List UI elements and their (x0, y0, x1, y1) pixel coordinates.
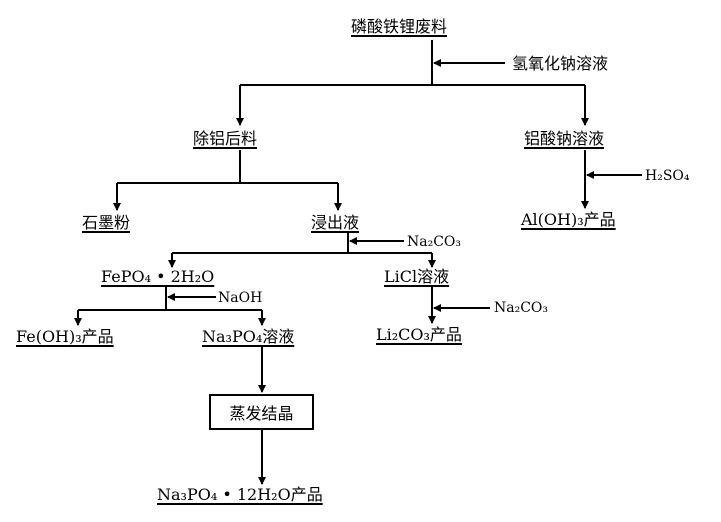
node-licl: LiCl溶液 (384, 267, 450, 286)
reagent-na2co3-b: Na₂CO₃ (494, 300, 549, 316)
reagent-naoh: NaOH (218, 290, 263, 306)
node-feoh3-product: Fe(OH)₃产品 (16, 327, 114, 346)
node-li2co3-product: Li₂CO₃产品 (376, 325, 462, 344)
reagent-na2co3-a: Na₂CO₃ (407, 234, 462, 250)
node-na3po4-solution: Na₃PO₄溶液 (202, 327, 295, 346)
node-evaporation: 蒸发结晶 (229, 404, 294, 423)
node-leachate: 浸出液 (311, 213, 360, 232)
node-aloh3-product: Al(OH)₃产品 (521, 210, 616, 229)
reagent-h2so4: H₂SO₄ (645, 168, 690, 184)
node-na3po4-product: Na₃PO₄ • 12H₂O产品 (157, 485, 323, 504)
node-al-removed: 除铝后料 (193, 129, 258, 148)
reagent-naoh-solution: 氢氧化钠溶液 (512, 54, 609, 73)
node-waste: 磷酸铁锂废料 (351, 17, 448, 36)
node-graphite: 石墨粉 (82, 213, 131, 232)
node-sodium-aluminate: 铝酸钠溶液 (524, 129, 605, 148)
node-fepo4: FePO₄ • 2H₂O (101, 267, 215, 286)
node-evaporation-box: 蒸发结晶 (209, 394, 314, 430)
